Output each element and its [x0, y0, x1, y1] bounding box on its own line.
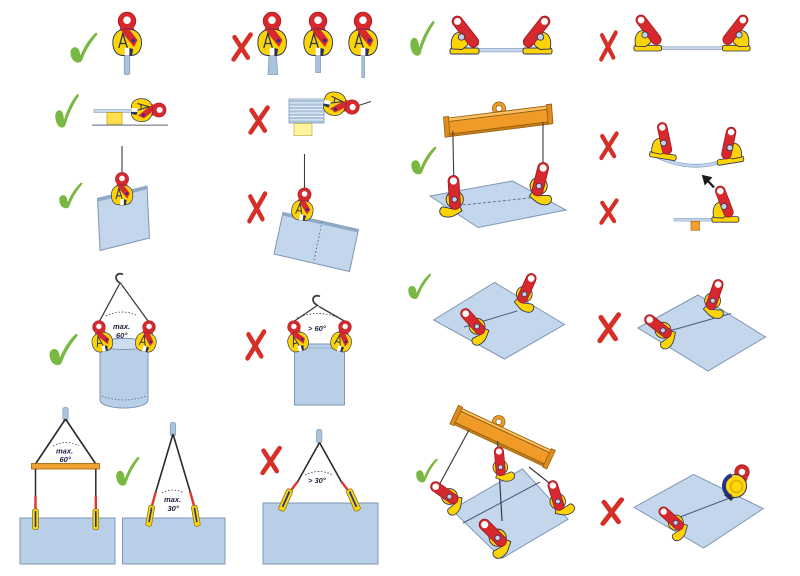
svg-text:60°: 60° — [60, 455, 72, 464]
svg-text:max.: max. — [164, 495, 181, 504]
svg-text:60°: 60° — [116, 331, 128, 340]
svg-text:30°: 30° — [168, 504, 180, 513]
svg-text:max.: max. — [56, 447, 73, 456]
svg-text:max.: max. — [113, 322, 130, 331]
svg-text:> 30°: > 30° — [308, 476, 327, 485]
svg-text:> 60°: > 60° — [308, 324, 327, 333]
